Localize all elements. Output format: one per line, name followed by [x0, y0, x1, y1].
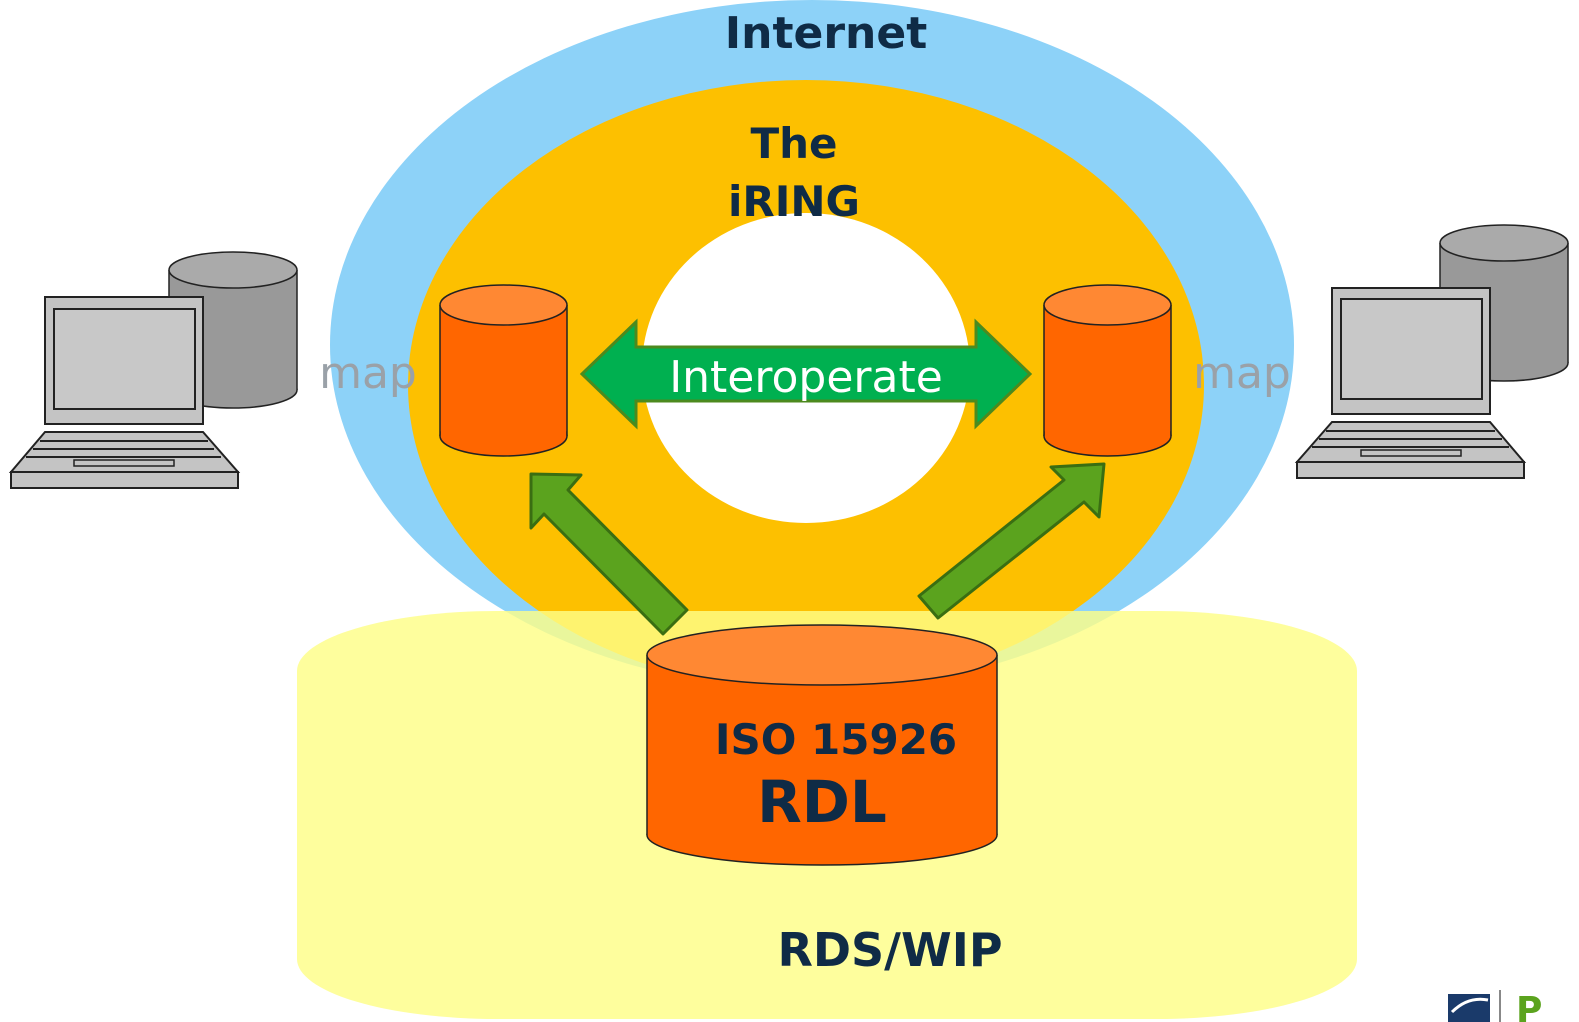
- interoperate-label: Interoperate: [669, 352, 943, 403]
- interoperate-arrow: Interoperate: [579, 318, 1033, 430]
- rdl-label-line1: ISO 15926: [715, 715, 957, 764]
- map-label-right: map: [1193, 348, 1291, 399]
- iring-label-line2: iRING: [728, 177, 860, 226]
- map-label-left: map: [319, 348, 417, 399]
- feed-arrow-right: [917, 462, 1106, 620]
- rdl-database-icon: [646, 624, 998, 866]
- right-station-laptop-icon: [1294, 224, 1569, 479]
- left-station-laptop-icon: [8, 251, 298, 489]
- left-node-database-icon: [439, 284, 568, 457]
- feed-arrow-left: [529, 472, 689, 636]
- rds-wip-label: RDS/WIP: [777, 923, 1002, 977]
- right-node-database-icon: [1043, 284, 1172, 457]
- iring-label-line1: The: [750, 119, 837, 168]
- partial-logo-icon: P: [1448, 990, 1542, 1022]
- internet-label: Internet: [725, 8, 927, 59]
- rdl-label-line2: RDL: [757, 768, 887, 836]
- logo-letter: P: [1516, 990, 1542, 1022]
